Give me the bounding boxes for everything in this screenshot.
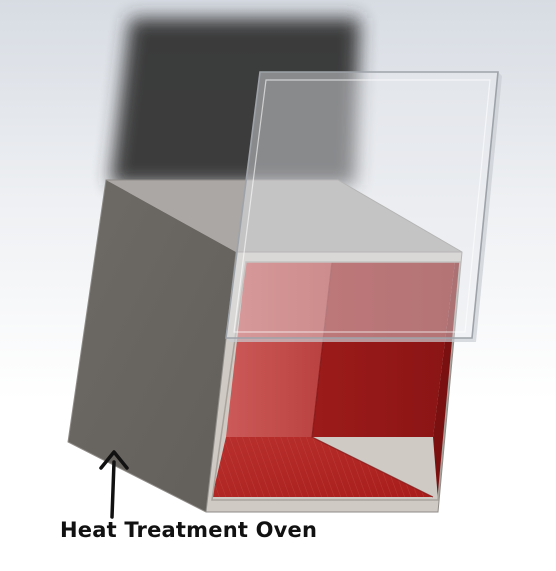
- interior-back-wall: [312, 262, 455, 437]
- interior-left-wall: [226, 262, 332, 437]
- oven-top-face: [106, 180, 462, 252]
- oven-opening-outline: [211, 261, 461, 501]
- interior-right-wall: [433, 262, 460, 500]
- interior-edges: [311, 261, 434, 498]
- diagram-label: Heat Treatment Oven: [60, 518, 318, 542]
- cast-shadow: [110, 18, 360, 185]
- label-arrow: [99, 450, 129, 519]
- oven-side-face: [68, 180, 236, 512]
- interior-floor-texture: [212, 437, 433, 497]
- glass-door: [225, 71, 502, 342]
